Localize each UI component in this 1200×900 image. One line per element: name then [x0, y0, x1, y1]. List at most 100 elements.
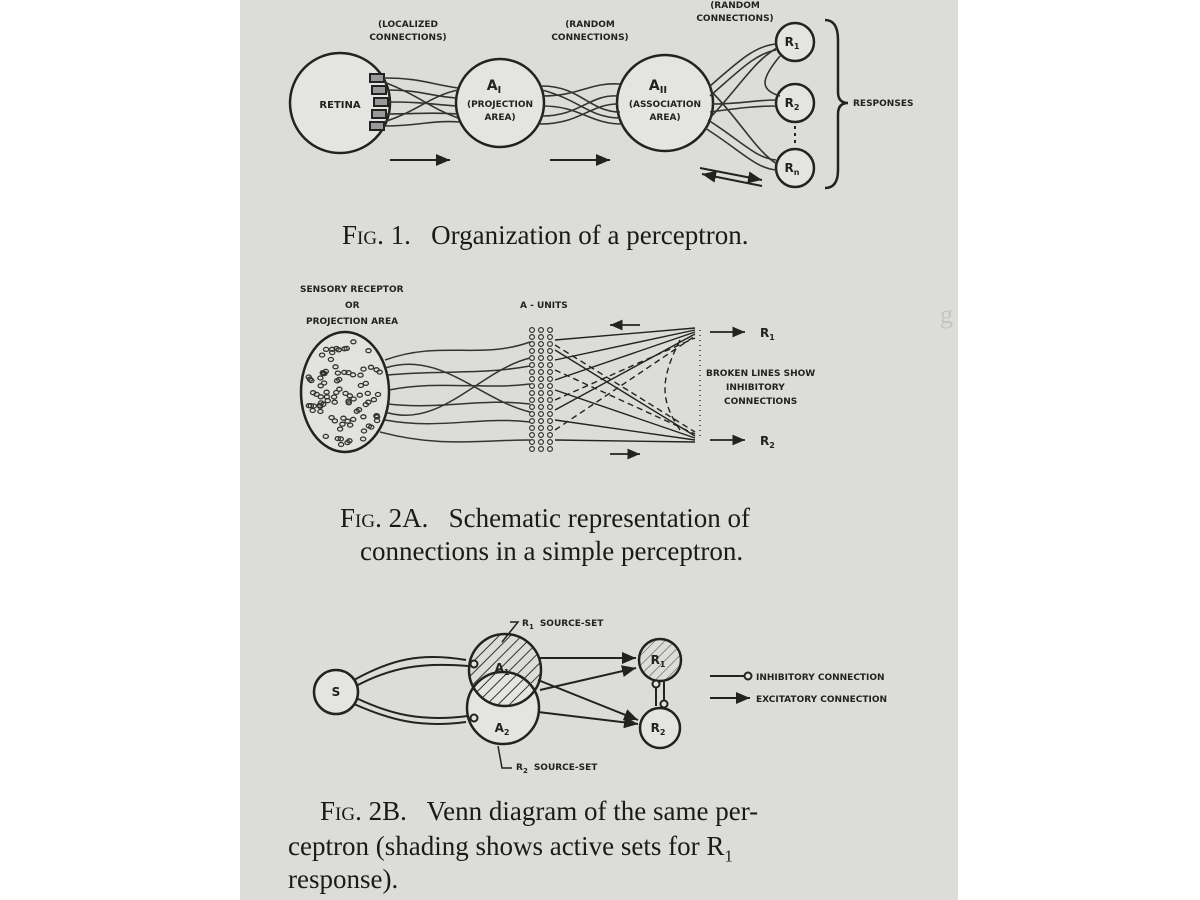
a-unit-node	[547, 368, 554, 375]
a-unit-node	[529, 326, 536, 333]
a-unit-node	[547, 389, 554, 396]
a-unit-node	[538, 411, 545, 418]
a-unit-node	[547, 382, 554, 389]
a-unit-node	[538, 333, 545, 340]
excitatory-legend-label: EXCITATORY CONNECTION	[756, 695, 887, 705]
receptor-cell	[346, 438, 353, 444]
figure-1-caption-prefix: Fig. 1.	[342, 220, 411, 250]
broken-lines-label-2: INHIBITORY	[726, 383, 785, 393]
a-unit-node	[547, 354, 554, 361]
a-unit-node	[547, 375, 554, 382]
a-unit-node	[538, 326, 545, 333]
a-unit-node	[547, 347, 554, 354]
random-connection-lines	[539, 83, 623, 125]
figure-2a-caption-line-1: Fig. 2A. Schematic representation of	[340, 503, 750, 534]
a-unit-columns	[529, 326, 554, 453]
s-label: S	[332, 685, 341, 699]
a-unit-node	[538, 396, 545, 403]
a-unit-node	[529, 375, 536, 382]
a-unit-node	[538, 403, 545, 410]
receptor-cell	[367, 364, 375, 370]
r2-node	[638, 706, 682, 750]
receptor-cell	[349, 416, 357, 423]
receptor-cell	[373, 417, 381, 424]
r1-label: R1	[785, 35, 800, 51]
figure-2b-caption-prefix: Fig. 2B.	[320, 796, 407, 826]
a2-title: AII	[649, 78, 667, 96]
figure-2b-caption-line-2: ceptron (shading shows active sets for R…	[288, 831, 733, 866]
receptor-cell	[362, 401, 370, 408]
a-unit-node	[529, 439, 536, 446]
r2-label: R2	[785, 96, 800, 112]
r2-source-leader	[497, 745, 512, 769]
responses-label: RESPONSES	[853, 99, 913, 109]
broken-lines-label-3: CONNECTIONS	[724, 397, 797, 407]
a-units-label: A - UNITS	[520, 301, 568, 311]
a-unit-node	[529, 354, 536, 361]
receptor-cell	[334, 370, 342, 376]
figure-2a-caption-prefix: Fig. 2A.	[340, 503, 429, 533]
localized-label-2: CONNECTIONS)	[369, 33, 446, 43]
a-to-r-inhibitory-lines	[554, 335, 696, 435]
receptor-cell	[362, 380, 370, 387]
receptor-cell	[320, 401, 327, 407]
s-node	[312, 668, 360, 716]
receptor-cell	[360, 414, 367, 420]
a-unit-node	[538, 446, 545, 453]
inhibitory-legend-end	[743, 671, 753, 681]
a-unit-node	[547, 446, 554, 453]
receptor-cell	[359, 436, 367, 442]
a-unit-node	[529, 432, 536, 439]
receptor-cell	[345, 398, 352, 404]
receptor-cell	[337, 436, 345, 442]
a-unit-node	[538, 340, 545, 347]
a-unit-node	[547, 403, 554, 410]
receptor-cell	[342, 390, 349, 397]
association-area-label-2: AREA)	[649, 113, 680, 123]
receptor-cell	[370, 397, 378, 403]
receptor-cell	[328, 349, 336, 356]
a-unit-node	[538, 375, 545, 382]
receptor-cell	[323, 394, 331, 400]
a-unit-node	[538, 389, 545, 396]
a-unit-node	[547, 432, 554, 439]
receptor-cell	[337, 441, 345, 448]
a-unit-node	[547, 333, 554, 340]
feedback-arrow-2	[701, 170, 763, 187]
rn-label: Rn	[785, 161, 800, 177]
sensory-label-2: OR	[345, 301, 360, 311]
receptor-cell	[373, 367, 380, 373]
r2-node-label: R2	[651, 721, 666, 737]
a-unit-node	[529, 418, 536, 425]
a-unit-node	[538, 382, 545, 389]
r1-node	[637, 637, 683, 683]
retina-label: RETINA	[319, 100, 360, 111]
receptor-cell	[350, 396, 357, 402]
a-unit-node	[529, 347, 536, 354]
receptor-cell	[309, 390, 317, 396]
receptor-cell	[319, 370, 327, 376]
receptor-cell	[331, 399, 338, 405]
receptor-cell	[336, 426, 344, 432]
a-unit-node	[538, 368, 545, 375]
association-area-circle	[615, 53, 715, 153]
receptor-cell	[305, 403, 313, 409]
figure-2b-caption-text-2: ceptron (shading shows active sets for R	[288, 831, 725, 861]
receptor-cell	[341, 369, 348, 376]
receptor-cell	[328, 414, 335, 421]
a-unit-node	[529, 403, 536, 410]
projection-area-label-1: (PROJECTION	[467, 100, 533, 110]
a-unit-node	[538, 418, 545, 425]
random-label-2: CONNECTIONS)	[551, 33, 628, 43]
receptor-cell	[339, 421, 346, 427]
receptor-cell	[336, 386, 343, 392]
feedback-arrow-1	[699, 167, 763, 184]
random-label-1: (RANDOM	[565, 20, 615, 30]
receptor-cell	[367, 424, 375, 430]
receptor-cell	[357, 382, 365, 389]
r1-node-label: R1	[651, 653, 666, 669]
figure-1-caption: Fig. 1. Organization of a perceptron.	[342, 220, 748, 251]
receptor-cell	[332, 364, 339, 370]
r2-label: R2	[760, 434, 775, 450]
